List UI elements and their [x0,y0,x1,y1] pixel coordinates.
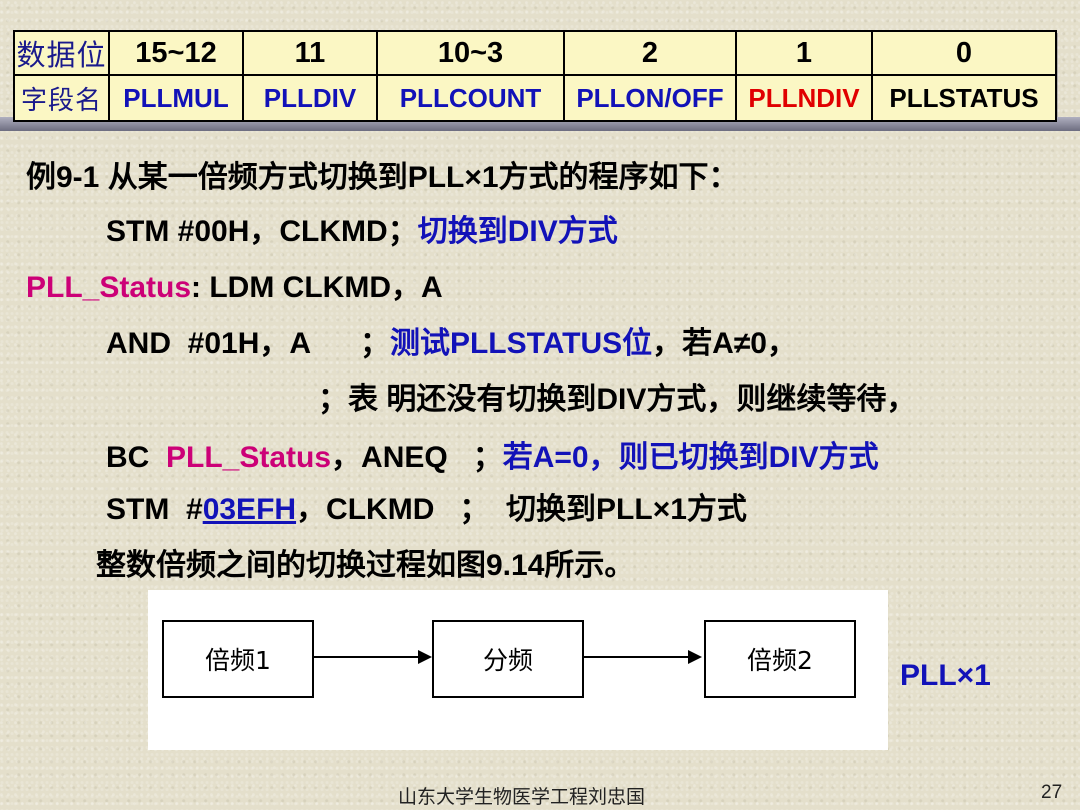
arrow-icon [584,650,702,664]
code-text: BC [106,441,166,474]
diagram-box-divide: 分频 [432,620,584,698]
code-label: PLL_Status [166,441,332,474]
flow-diagram: 倍频1 分频 倍频2 [148,590,888,750]
table-cell-header: 字段名 [13,74,110,122]
code-text: ，CLKMD ； 切换到PLL×1方式 [296,493,747,526]
arrow-icon [314,650,432,664]
table-cell-header: 数据位 [13,30,110,76]
code-text: AND #01H，A ； [106,327,390,360]
diagram-box-multiply-2: 倍频2 [704,620,856,698]
diagram-side-label: PLL×1 [900,659,991,692]
example-title: 例9-1 从某一倍频方式切换到PLL×1方式的程序如下： [26,161,739,194]
table-cell: 0 [871,30,1057,76]
hyperlink[interactable]: 03EFH [202,493,297,526]
code-line-1: STM #00H，CLKMD；切换到DIV方式 [106,212,618,252]
diagram-box-multiply-1: 倍频1 [162,620,314,698]
table-cell: 2 [563,30,737,76]
code-line-6: STM #03EFH，CLKMD ； 切换到PLL×1方式 [106,490,747,530]
body-text: 整数倍频之间的切换过程如图9.14所示。 [96,549,635,582]
code-line-2: PLL_Status: LDM CLKMD，A [26,268,443,308]
code-text: STM #00H，CLKMD； [106,215,418,248]
table-cell: PLLSTATUS [871,74,1057,122]
table-cell: 11 [242,30,378,76]
register-table: 数据位 15~12 11 10~3 2 1 0 字段名 PLLMUL PLLDI… [13,30,1057,122]
table-cell: PLLCOUNT [376,74,565,122]
page-number: 27 [1041,782,1063,803]
code-text: : LDM CLKMD，A [191,271,443,304]
code-label: PLL_Status [26,271,192,304]
table-cell: PLLMUL [108,74,244,122]
table-cell: PLLON/OFF [563,74,737,122]
code-comment: 切换到DIV方式 [417,215,618,248]
code-line-3: AND #01H，A ；测试PLLSTATUS位，若A≠0， [106,324,797,364]
table-cell: PLLDIV [242,74,378,122]
code-line-4: ；表 明还没有切换到DIV方式，则继续等待， [318,383,917,416]
table-row-fields: 字段名 PLLMUL PLLDIV PLLCOUNT PLLON/OFF PLL… [13,74,1057,122]
code-line-5: BC PLL_Status，ANEQ ；若A=0，则已切换到DIV方式 [106,438,879,478]
code-comment: 若A=0，则已切换到DIV方式 [502,441,879,474]
code-text: STM # [106,493,203,526]
code-text: ，ANEQ ； [331,441,503,474]
table-cell: 1 [735,30,873,76]
code-comment: 测试PLLSTATUS位 [389,327,653,360]
footer-author: 山东大学生物医学工程刘忠国 [398,786,646,808]
code-text: ，若A≠0， [652,327,797,360]
table-row-bits: 数据位 15~12 11 10~3 2 1 0 [13,30,1057,76]
table-cell: PLLNDIV [735,74,873,122]
table-cell: 10~3 [376,30,565,76]
table-cell: 15~12 [108,30,244,76]
